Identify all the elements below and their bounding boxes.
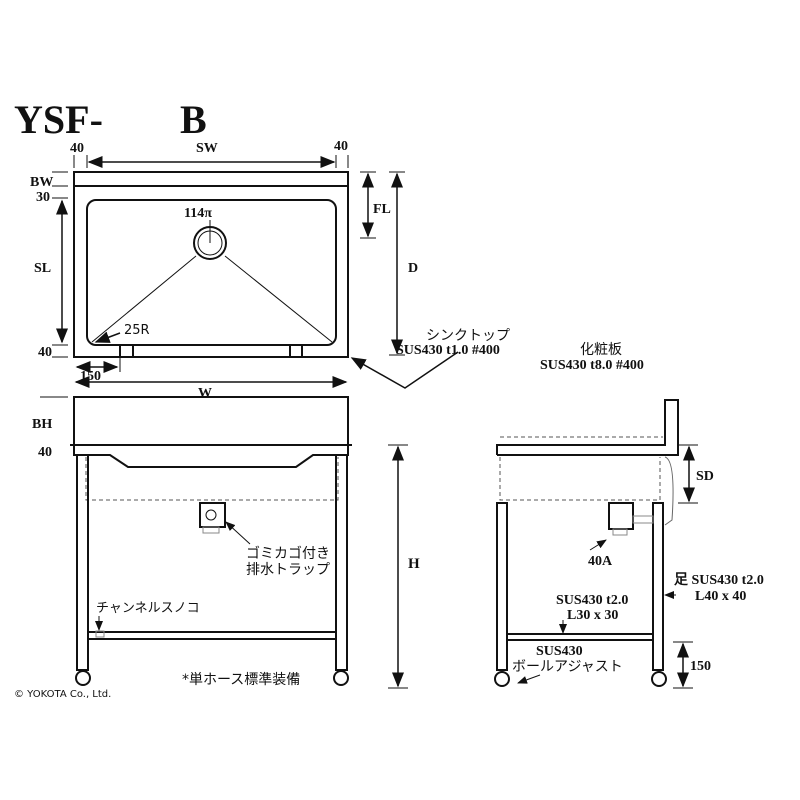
corner-radius-label: 25R	[124, 323, 150, 338]
dim-left-40: 40	[70, 141, 84, 156]
dim-sd: SD	[696, 469, 714, 484]
dim-bh: BH	[32, 417, 52, 432]
panel-spec: SUS430 t8.0 #400	[540, 358, 644, 373]
drain-trap	[199, 502, 226, 528]
dim-right-40: 40	[334, 139, 348, 154]
trap-label-2: 排水トラップ	[246, 562, 330, 578]
copyright: © YOKOTA Co., Ltd.	[14, 689, 111, 700]
panel-name: 化粧板	[580, 342, 622, 358]
sink-top-name: シンクトップ	[426, 328, 510, 344]
dim-front-40: 40	[38, 445, 52, 460]
model-suffix: B	[180, 97, 207, 142]
adjuster-spec-2: ボールアジャスト	[512, 659, 623, 675]
adjuster-spec-1: SUS430	[536, 644, 583, 659]
model-title: YSF-	[14, 97, 103, 142]
dim-30: 30	[36, 190, 50, 205]
hose-note: *単ホース標準装備	[182, 672, 300, 688]
frame-spec-1: SUS430 t2.0	[556, 593, 628, 608]
leg-spec-1: 足 SUS430 t2.0	[674, 572, 764, 588]
side-view: SD 150 40A 足 SUS430 t2.0 L40 x 40 SUS430…	[494, 399, 764, 689]
dim-sl: SL	[34, 261, 51, 276]
dim-side-150: 150	[690, 659, 711, 674]
frame-spec-2: L30 x 30	[567, 608, 618, 623]
dim-h: H	[408, 556, 420, 572]
dim-sw: SW	[196, 141, 218, 156]
leg-spec-2: L40 x 40	[695, 589, 746, 604]
trap-label-1: ゴミカゴ付き	[246, 545, 330, 562]
dim-bw: BW	[30, 175, 53, 190]
sink-top-spec: SUS430 t1.0 #400	[396, 343, 500, 358]
shelf-label: チャンネルスノコ	[96, 601, 200, 616]
dim-d: D	[408, 261, 418, 276]
dim-bottom-40: 40	[38, 345, 52, 360]
drain-size-40a: 40A	[588, 554, 613, 569]
dim-fl: FL	[373, 202, 391, 217]
drain-size-label: 114π	[184, 206, 212, 221]
front-view: BH 40 H ゴミカゴ付き 排水トラップ チャンネルスノコ *単ホース標準装備	[32, 396, 420, 689]
dim-w: W	[198, 386, 212, 401]
